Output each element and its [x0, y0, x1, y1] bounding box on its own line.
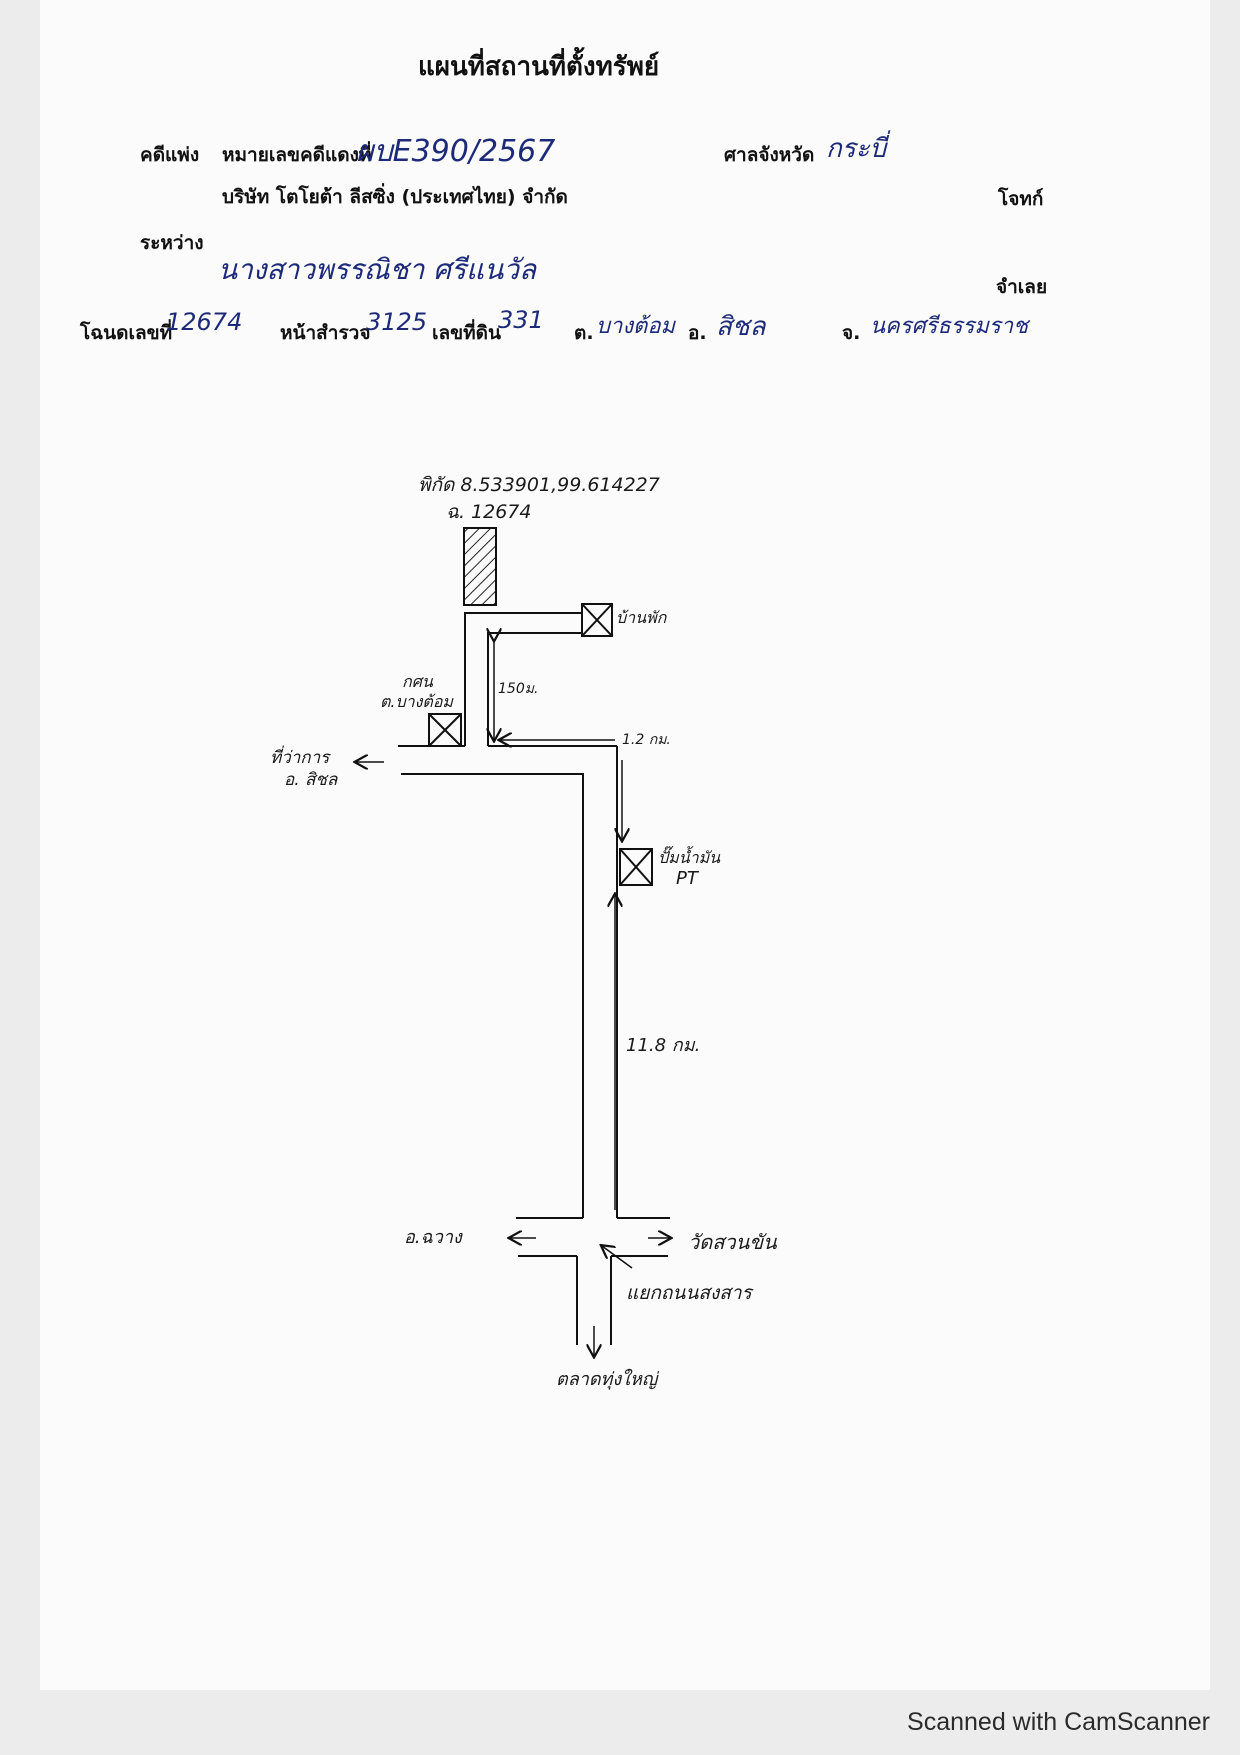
survey-page-label: หน้าสำรวจ — [280, 322, 371, 344]
house-label: บ้านพัก — [616, 608, 667, 627]
direction-arrows — [356, 640, 670, 1356]
map-coordinates: พิกัด 8.533901,99.614227 — [418, 474, 660, 496]
red-case-label: หมายเลขคดีแดงที่ — [222, 144, 372, 166]
subdistrict-label: ต. — [574, 322, 594, 344]
road-lines — [398, 612, 670, 1345]
gas-station-label: ปั๊มน้ำมัน — [658, 848, 721, 867]
house-icon — [581, 603, 613, 637]
destination-bottom: ตลาดทุ่งใหญ่ — [556, 1369, 658, 1390]
document-page — [40, 0, 1210, 1690]
office-icon — [428, 713, 462, 747]
distance-11-8km: 11.8 กม. — [626, 1035, 701, 1056]
district: สิชล — [716, 312, 766, 342]
parcel-label: ฉ. 12674 — [446, 501, 532, 523]
distance-1-2km: 1.2 กม. — [622, 732, 671, 748]
destination-left: อ.ฉวาง — [404, 1227, 462, 1248]
office-label-1: กศน — [402, 672, 433, 691]
land-no: 331 — [498, 306, 544, 334]
destination-right: วัดสวนขัน — [688, 1230, 777, 1254]
case-type-label: คดีแพ่ง — [140, 144, 200, 166]
defendant-name: นางสาวพรรณิชา ศรีแนวัล — [218, 253, 537, 286]
district-label: อ. — [688, 322, 707, 344]
survey-page: 3125 — [366, 308, 428, 336]
gas-station-icon — [619, 848, 653, 886]
left-destination-2: อ. สิชล — [284, 770, 338, 790]
red-case-number: ผบE390/2567 — [356, 134, 556, 169]
gas-station-code: PT — [676, 868, 698, 889]
distance-150m: 150ม. — [498, 681, 539, 697]
office-label-2: ต.บางต้อม — [380, 692, 453, 711]
defendant-label: จำเลย — [996, 276, 1048, 298]
between-label: ระหว่าง — [140, 232, 204, 254]
province: นครศรีธรรมราช — [870, 314, 1029, 339]
province-label: จ. — [842, 322, 861, 344]
subdistrict: บางต้อม — [596, 314, 676, 339]
deed-number: 12674 — [166, 308, 243, 336]
scanner-watermark: Scanned with CamScanner — [907, 1708, 1210, 1736]
court-province: กระบี่ — [826, 134, 887, 164]
deed-label: โฉนดเลขที่ — [80, 322, 173, 344]
plaintiff-name: บริษัท โตโยต้า ลีสซิ่ง (ประเทศไทย) จำกัด — [222, 186, 568, 208]
junction-label: แยกถนนสงสาร — [626, 1282, 752, 1304]
court-label: ศาลจังหวัด — [724, 144, 815, 166]
document-title: แผนที่สถานที่ตั้งทรัพย์ — [418, 52, 660, 82]
plaintiff-label: โจทก์ — [998, 188, 1044, 210]
land-no-label: เลขที่ดิน — [432, 322, 501, 344]
left-destination-1: ที่ว่าการ — [270, 748, 330, 768]
land-parcel — [463, 527, 497, 606]
